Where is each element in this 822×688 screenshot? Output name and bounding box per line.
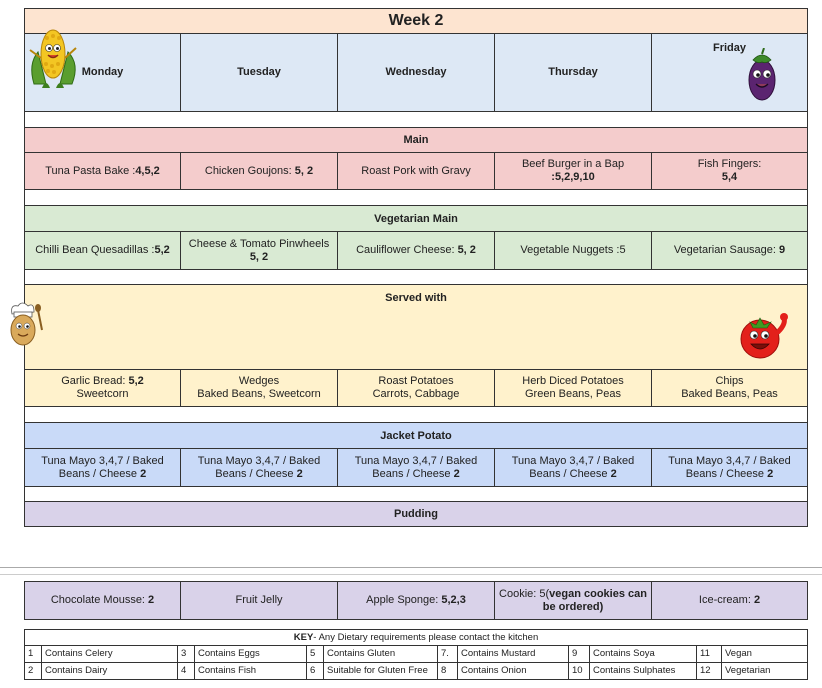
key-label: Contains Eggs: [194, 645, 307, 663]
veg-wednesday: Cauliflower Cheese: 5, 2: [337, 231, 495, 270]
key-row-1: 1 Contains Celery 3 Contains Eggs 5 Cont…: [24, 645, 808, 663]
pudding-tuesday: Fruit Jelly: [180, 581, 338, 620]
spacer-row: [24, 111, 808, 128]
key-num: 10: [568, 662, 590, 680]
key-label: Vegetarian: [721, 662, 808, 680]
section-pudding-label: Pudding: [394, 508, 438, 520]
key-num: 9: [568, 645, 590, 663]
section-main-header: Main: [24, 127, 808, 153]
veg-monday: Chilli Bean Quesadillas :5,2: [24, 231, 181, 270]
key-note: - Any Dietary requirements please contac…: [313, 632, 539, 643]
key-num: 11: [696, 645, 722, 663]
section-veg-header: Vegetarian Main: [24, 205, 808, 232]
day-friday: Friday: [651, 33, 808, 112]
key-num: 12: [696, 662, 722, 680]
main-friday: Fish Fingers:5,4: [651, 152, 808, 190]
tomato-mascot-icon: [740, 313, 788, 359]
key-num: 5: [306, 645, 324, 663]
pudding-thursday: Cookie: 5(vegan cookies can be ordered): [494, 581, 652, 620]
key-label: Contains Fish: [194, 662, 307, 680]
veg-thursday: Vegetable Nuggets :5: [494, 231, 652, 270]
potato-chef-icon: [10, 302, 43, 346]
key-num: 3: [177, 645, 195, 663]
main-monday: Tuna Pasta Bake :4,5,2: [24, 152, 181, 190]
key-num: 2: [24, 662, 42, 680]
key-num: 1: [24, 645, 42, 663]
week-title: Week 2: [24, 8, 808, 34]
key-num: 7.: [437, 645, 458, 663]
pudding-wednesday: Apple Sponge: 5,2,3: [337, 581, 495, 620]
corn-mascot-icon: [29, 29, 77, 88]
key-num: 8: [437, 662, 458, 680]
section-jacket-header: Jacket Potato: [24, 422, 808, 449]
key-label: Contains Soya: [589, 645, 697, 663]
key-label: Contains Mustard: [457, 645, 569, 663]
section-pudding-header: Pudding: [24, 501, 808, 527]
section-served-label: Served with: [385, 292, 447, 304]
day-label: Friday: [712, 42, 746, 54]
main-tuesday: Chicken Goujons: 5, 2: [180, 152, 338, 190]
spacer-row: [24, 406, 808, 423]
eggplant-mascot-icon: [748, 48, 776, 101]
section-jacket-label: Jacket Potato: [380, 429, 452, 442]
key-label: Suitable for Gluten Free: [323, 662, 438, 680]
key-header: KEY - Any Dietary requirements please co…: [24, 629, 808, 646]
section-served-header: Served with: [24, 284, 808, 370]
day-wednesday: Wednesday: [337, 33, 495, 112]
main-thursday: Beef Burger in a Bap:5,2,9,10: [494, 152, 652, 190]
key-num: 6: [306, 662, 324, 680]
pudding-friday: Ice-cream: 2: [651, 581, 808, 620]
page-break: [0, 567, 822, 568]
day-thursday: Thursday: [494, 33, 652, 112]
key-label: Contains Gluten: [323, 645, 438, 663]
main-wednesday: Roast Pork with Gravy: [337, 152, 495, 190]
spacer-row: [24, 486, 808, 502]
day-label: Tuesday: [237, 66, 281, 78]
spacer-row: [24, 269, 808, 285]
key-label: Contains Celery: [41, 645, 178, 663]
key-num: 4: [177, 662, 195, 680]
day-tuesday: Tuesday: [180, 33, 338, 112]
week-title-text: Week 2: [388, 12, 444, 29]
section-veg-label: Vegetarian Main: [374, 212, 458, 225]
veg-friday: Vegetarian Sausage: 9: [651, 231, 808, 270]
page-break: [0, 574, 822, 575]
key-title: KEY: [293, 632, 314, 643]
key-label: Contains Onion: [457, 662, 569, 680]
spacer-row: [24, 189, 808, 206]
day-label: Wednesday: [385, 66, 447, 78]
pudding-monday: Chocolate Mousse: 2: [24, 581, 181, 620]
key-row-2: 2 Contains Dairy 4 Contains Fish 6 Suita…: [24, 662, 808, 680]
key-label: Contains Dairy: [41, 662, 178, 680]
key-label: Contains Sulphates: [589, 662, 697, 680]
key-label: Vegan: [721, 645, 808, 663]
section-main-label: Main: [403, 134, 429, 146]
day-label: Thursday: [548, 66, 598, 78]
day-label: Monday: [81, 66, 124, 78]
